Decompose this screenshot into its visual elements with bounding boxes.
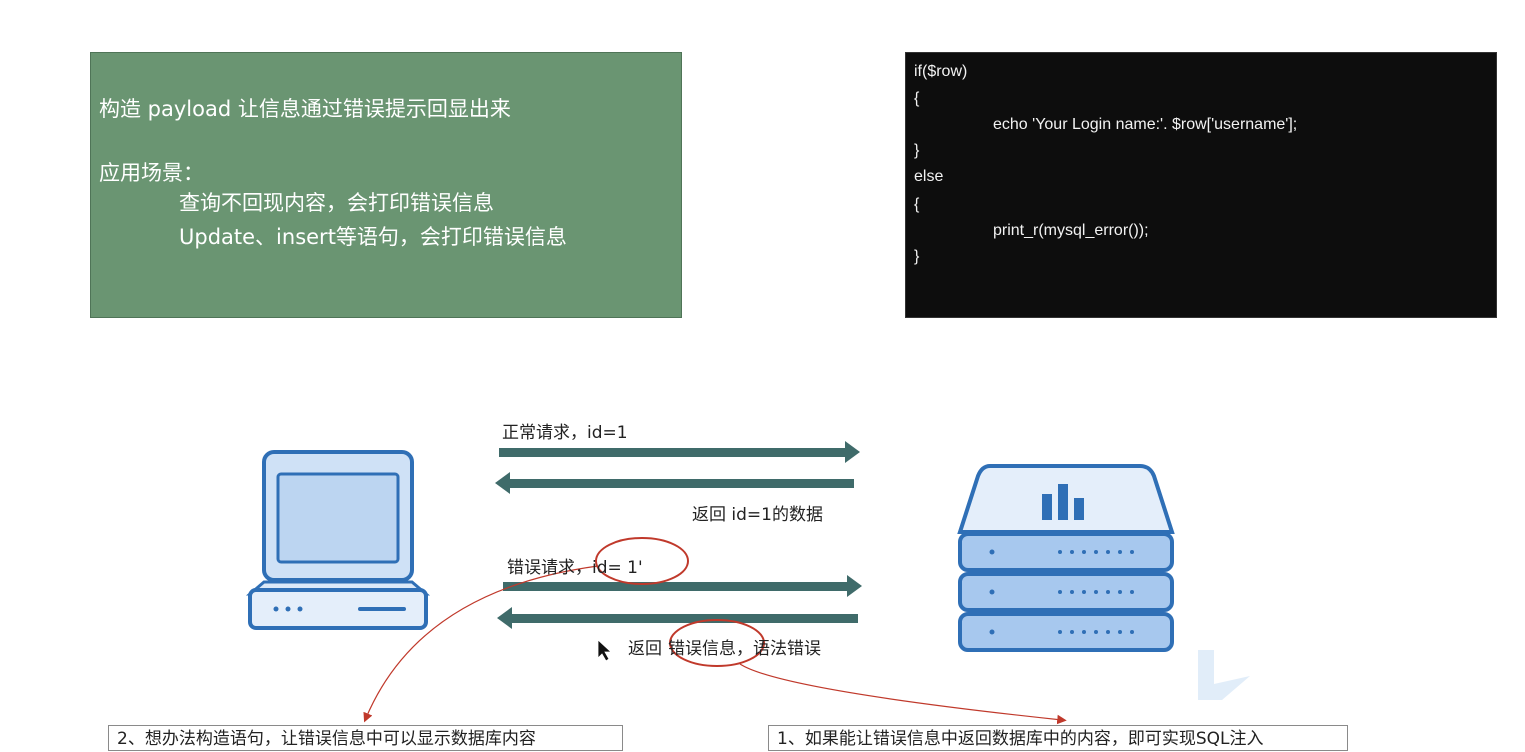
code-line: if($row): [914, 63, 968, 80]
normal-request-arrow: [499, 441, 860, 463]
note-left: 2、想办法构造语句，让错误信息中可以显示数据库内容: [108, 725, 623, 751]
error-response-arrow: [497, 607, 858, 629]
intro-scenario-1: 查询不回现内容，会打印错误信息: [179, 191, 494, 215]
error-info-highlight-ellipse: [669, 619, 765, 667]
annotation-curve-left: [363, 565, 599, 723]
note-right: 1、如果能让错误信息中返回数据库中的内容，即可实现SQL注入: [768, 725, 1348, 751]
code-block: if($row) { echo 'Your Login name:'. $row…: [905, 52, 1497, 318]
code-line: echo 'Your Login name:'. $row['username'…: [993, 116, 1298, 133]
code-line: }: [914, 142, 920, 159]
intro-title: 构造 payload 让信息通过错误提示回显出来: [99, 97, 511, 121]
error-response-label: 返回错误信息，语法错误: [628, 634, 821, 659]
server-icon: [957, 464, 1175, 652]
computer-icon: [245, 450, 431, 630]
intro-box: 构造 payload 让信息通过错误提示回显出来 应用场景： 查询不回现内容，会…: [90, 52, 682, 318]
error-response-prefix: 返回: [628, 639, 662, 659]
error-request-label: 错误请求，id= 1': [507, 553, 643, 578]
normal-response-label: 返回 id=1的数据: [692, 505, 823, 525]
intro-scenario-heading: 应用场景：: [99, 161, 204, 185]
intro-scenario-2: Update、insert等语句，会打印错误信息: [179, 225, 567, 249]
code-line: else: [914, 168, 944, 185]
error-response-suffix: ，语法错误: [736, 639, 821, 659]
normal-request-label: 正常请求，id=1: [502, 423, 628, 443]
code-line: print_r(mysql_error());: [993, 222, 1149, 239]
error-response-highlight: 错误信息: [668, 639, 736, 659]
error-request-prefix: 错误请求，: [507, 558, 592, 578]
error-request-id: id= 1': [592, 558, 643, 578]
code-line: }: [914, 248, 920, 265]
error-request-arrow: [503, 575, 862, 597]
code-line: {: [914, 90, 920, 107]
watermark-chevron-icon: [1198, 650, 1250, 700]
annotation-curve-right: [739, 663, 1067, 725]
id-highlight-ellipse: [595, 537, 689, 585]
normal-response-arrow: [495, 472, 854, 494]
cursor-icon: [597, 639, 613, 662]
code-line: {: [914, 196, 920, 213]
